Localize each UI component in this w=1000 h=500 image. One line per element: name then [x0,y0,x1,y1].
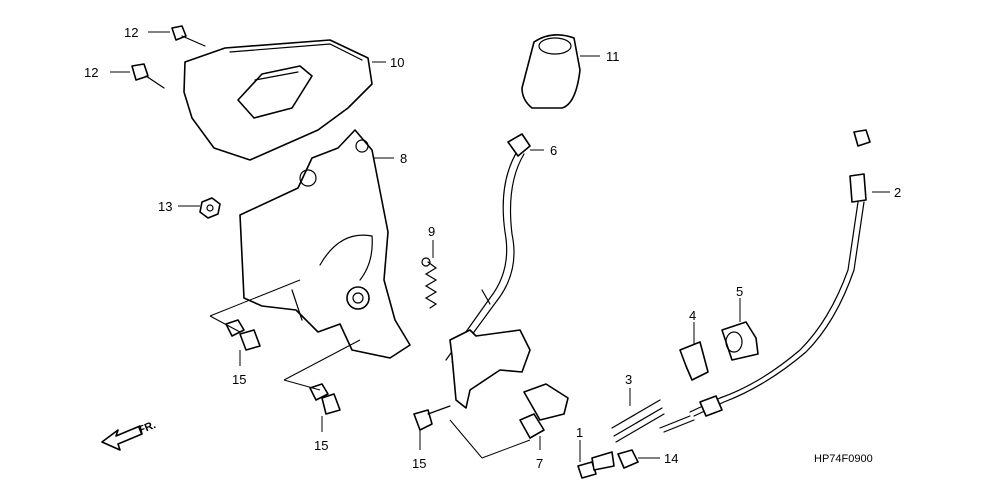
callout-7: 7 [536,456,543,471]
part-15-bolt-a [225,319,261,351]
callout-8: 8 [400,151,407,166]
callout-6: 6 [550,143,557,158]
callout-1: 1 [576,425,583,440]
callout-15-a: 15 [232,372,246,387]
part-10-cover [183,39,373,161]
callout-3: 3 [625,372,632,387]
part-3-spring [611,399,665,443]
callout-15-c: 15 [412,456,426,471]
callout-12-upper: 12 [124,25,138,40]
callout-4: 4 [689,308,696,323]
callout-11: 11 [606,49,620,64]
part-14-stopper [617,449,639,469]
callout-9: 9 [428,224,435,239]
diagram-code: HP74F0900 [814,453,873,465]
part-6-lever [445,133,531,409]
part-11-knob [521,34,581,109]
front-label: FR. [137,419,158,437]
callout-15-b: 15 [314,438,328,453]
front-arrow-icon [101,425,143,451]
leader-lines [110,31,890,462]
callout-2: 2 [894,185,901,200]
part-7-joint [519,383,569,439]
part-8-bracket [239,129,411,359]
callout-10: 10 [390,55,404,70]
part-13-nut [199,197,221,219]
part-1-pin [577,451,615,479]
part-15-bolt-c [413,405,451,431]
part-4-clip [679,341,709,381]
callout-12-lower: 12 [84,65,98,80]
part-5-collar [721,321,759,361]
part-9-spring [421,257,438,309]
callout-14: 14 [664,451,678,466]
callout-13: 13 [158,199,172,214]
part-12-bolt-upper [171,25,206,47]
part-2-cable [659,129,871,433]
callout-5: 5 [736,284,743,299]
part-12-bolt-lower [131,63,165,89]
